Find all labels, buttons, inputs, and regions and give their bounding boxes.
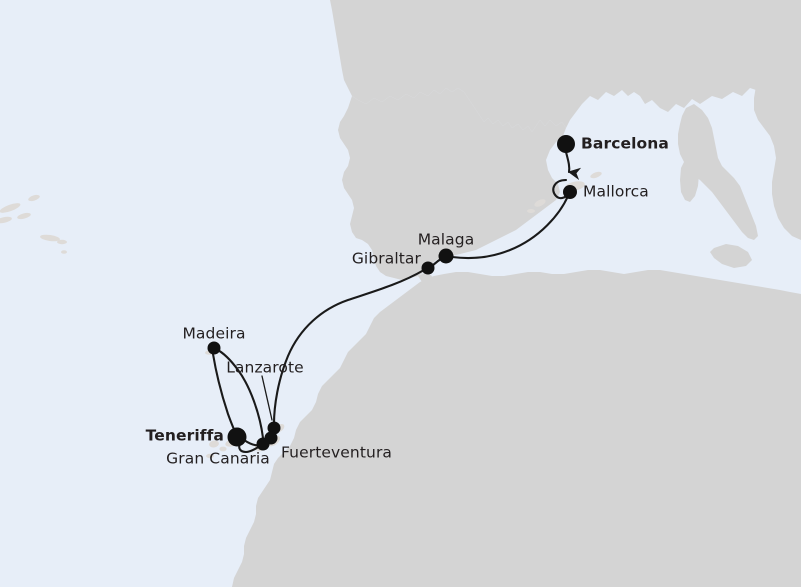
island-azores-2	[28, 194, 40, 202]
island-azores-4	[0, 216, 12, 224]
port-label-gran-canaria: Gran Canaria	[166, 449, 270, 468]
port-dot-barcelona[interactable]	[557, 135, 575, 153]
land-iberian-peninsula	[338, 88, 566, 280]
land-gibraltar-strait	[418, 272, 432, 282]
island-ibiza	[534, 199, 546, 207]
port-label-malaga: Malaga	[417, 230, 475, 249]
leader-line-lanzarote	[261, 375, 273, 421]
port-dot-teneriffa[interactable]	[227, 427, 247, 447]
port-label-barcelona: Barcelona	[581, 134, 669, 153]
port-label-fuerteventura: Fuerteventura	[281, 443, 393, 462]
route-leg-barcelona-mallorca[interactable]	[564, 150, 582, 181]
port-dot-malaga[interactable]	[438, 248, 454, 264]
land-north-africa	[232, 270, 801, 587]
route-leg-mallorca-to-malaga[interactable]	[450, 194, 570, 260]
island-azores-5	[40, 234, 60, 242]
island-azores-3	[17, 212, 31, 220]
port-label-gibraltar: Gibraltar	[351, 249, 421, 268]
land-sardinia	[680, 158, 699, 202]
port-label-teneriffa: Teneriffa	[145, 426, 224, 445]
island-azores-1	[0, 203, 21, 213]
landmass-group	[232, 0, 801, 587]
island-gomera	[219, 446, 227, 452]
island-hierro	[206, 453, 214, 459]
port-dot-mallorca[interactable]	[563, 185, 577, 199]
port-dot-lanzarote[interactable]	[267, 421, 281, 435]
port-dot-gran-canaria[interactable]	[256, 437, 270, 451]
land-balkans	[754, 0, 801, 240]
land-corsica	[685, 112, 700, 156]
land-sicily	[710, 244, 752, 268]
island-la-palma	[209, 440, 219, 448]
route-leg-gibraltar-lanzarote[interactable]	[272, 268, 426, 426]
port-dot-gibraltar[interactable]	[421, 261, 435, 275]
island-formentera	[527, 209, 535, 213]
route-leg-grancanaria-madeira[interactable]	[214, 347, 265, 440]
port-label-lanzarote: Lanzarote	[226, 358, 304, 377]
port-label-mallorca: Mallorca	[583, 182, 649, 201]
port-dot-madeira[interactable]	[207, 341, 221, 355]
island-menorca	[590, 171, 602, 179]
port-dot-group[interactable]	[207, 135, 578, 451]
island-azores-7	[61, 250, 67, 254]
port-label-madeira: Madeira	[182, 324, 246, 343]
land-europe-north	[330, 0, 801, 132]
island-azores-6	[57, 239, 67, 245]
